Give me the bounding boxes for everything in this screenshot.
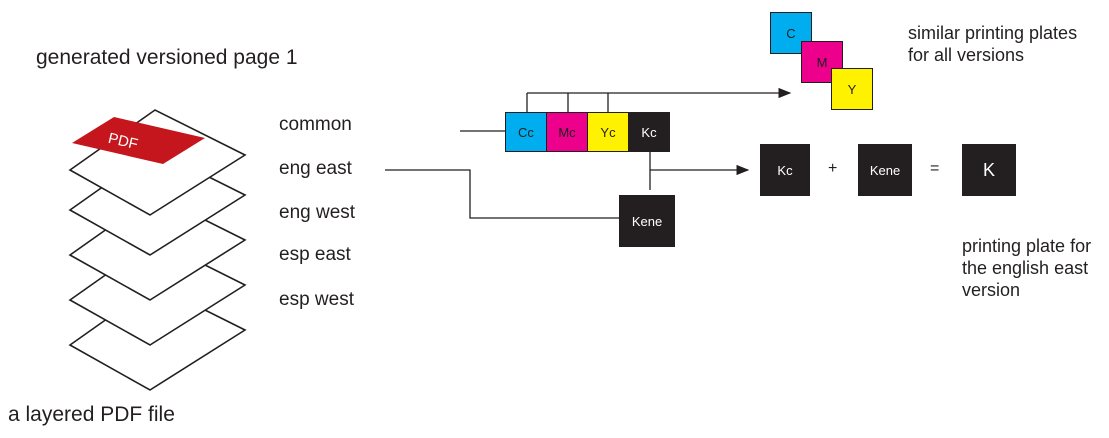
layer-label-eng-east: eng east bbox=[279, 158, 352, 179]
layer-label-esp-east: esp east bbox=[279, 244, 351, 265]
pdf-badge bbox=[72, 117, 205, 164]
layer-label-eng-west: eng west bbox=[279, 202, 356, 223]
plate-kene: Kene bbox=[619, 195, 675, 247]
layer-label-common: common bbox=[279, 114, 352, 135]
plate-yc: Yc bbox=[587, 112, 629, 152]
equation-plus: + bbox=[828, 160, 838, 177]
plate-y: Y bbox=[831, 68, 873, 110]
equation-result-k: K bbox=[962, 144, 1016, 196]
equation-kc: Kc bbox=[760, 144, 810, 196]
plate-cc: Cc bbox=[505, 112, 547, 152]
plate-mc: Mc bbox=[546, 112, 588, 152]
note-similar-plates: similar printing plates for all versions bbox=[908, 23, 1078, 65]
diagram-caption: a layered PDF file bbox=[8, 403, 175, 426]
plate-kc: Kc bbox=[628, 112, 670, 152]
layer-label-esp-west: esp west bbox=[279, 289, 354, 310]
diagram-title: generated versioned page 1 bbox=[36, 46, 298, 69]
note-english-east-plate: printing plate for the english east vers… bbox=[962, 236, 1092, 300]
equation-equals: = bbox=[930, 160, 940, 177]
equation-kene: Kene bbox=[858, 144, 912, 196]
